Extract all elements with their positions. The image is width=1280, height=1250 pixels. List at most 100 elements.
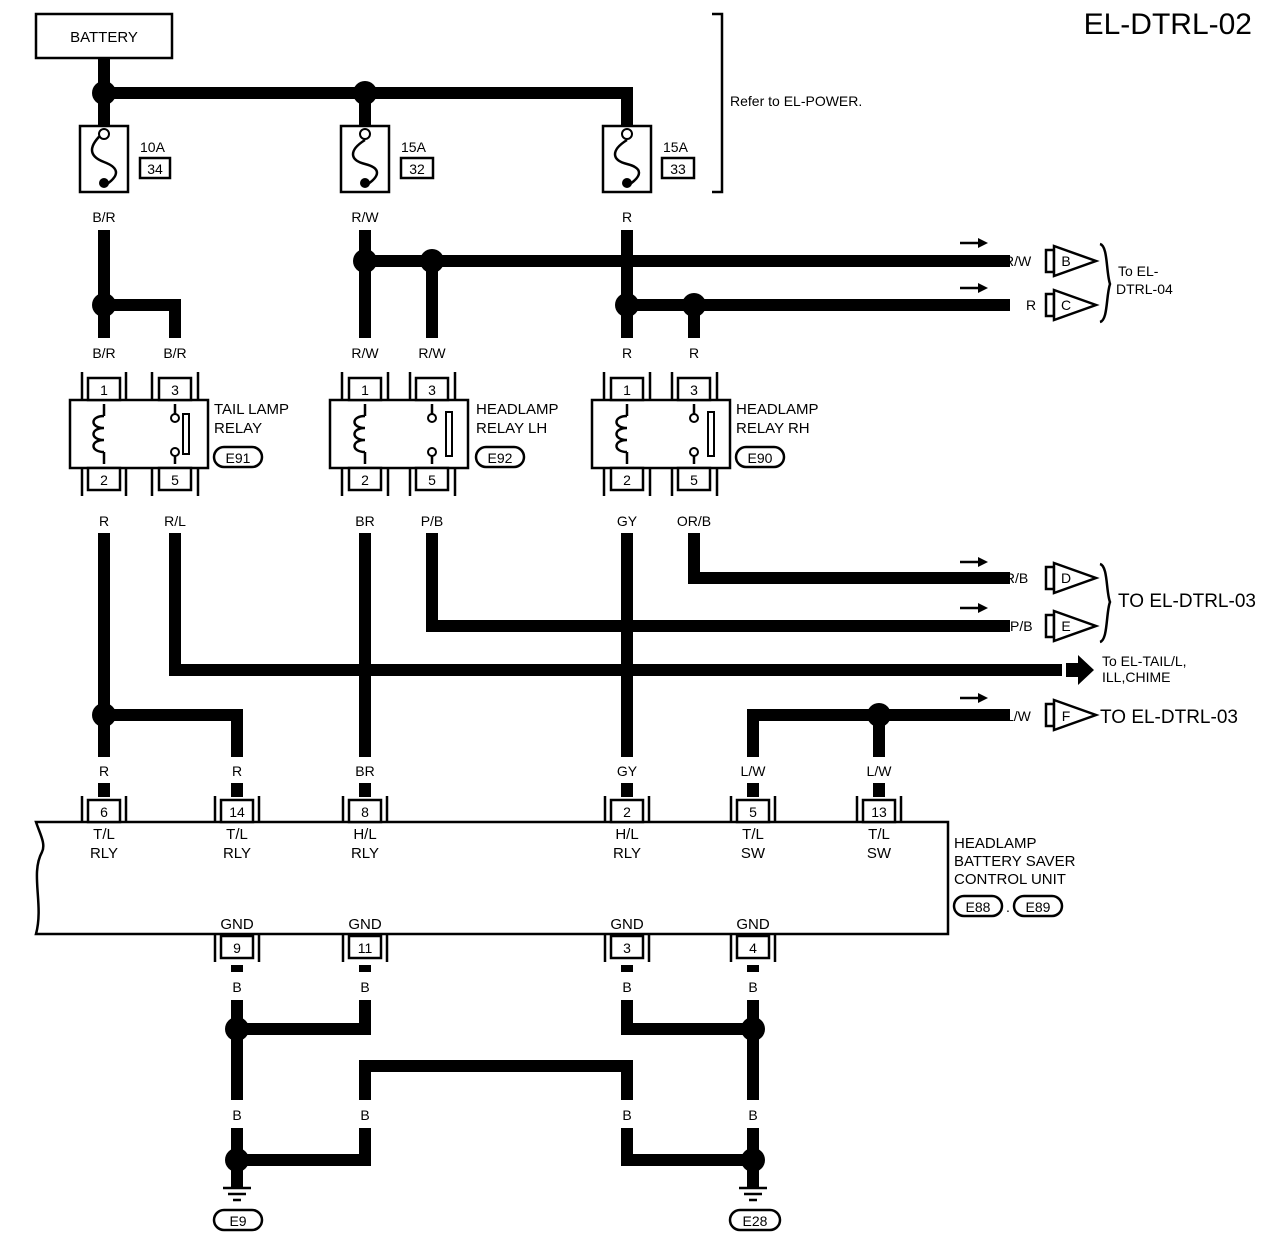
svg-text:11: 11	[358, 940, 373, 956]
svg-text:R/L: R/L	[1034, 663, 1056, 679]
svg-text:3: 3	[428, 382, 436, 398]
svg-text:8: 8	[361, 804, 369, 820]
svg-text:2: 2	[623, 804, 631, 820]
tail-relay-name: TAIL LAMP	[214, 401, 289, 418]
svg-text:L/W: L/W	[1006, 708, 1032, 724]
svg-text:SW: SW	[867, 845, 892, 862]
svg-text:SW: SW	[741, 845, 766, 862]
ground-e9: E9	[212, 1186, 264, 1232]
svg-text:DTRL-04: DTRL-04	[1116, 281, 1173, 297]
svg-text:OR/B: OR/B	[677, 513, 711, 529]
wire-labels: B/R R/W R B/R B/R R/W R/W R R R R/L BR P…	[92, 209, 892, 1123]
svg-text:.: .	[1006, 899, 1010, 915]
svg-text:1: 1	[623, 382, 631, 398]
svg-text:TO EL-DTRL-03: TO EL-DTRL-03	[1118, 591, 1256, 612]
svg-text:B: B	[232, 979, 241, 995]
svg-text:5: 5	[428, 472, 436, 488]
svg-text:RELAY LH: RELAY LH	[476, 420, 547, 437]
svg-text:H/L: H/L	[353, 826, 376, 843]
svg-text:ILL,CHIME: ILL,CHIME	[1102, 669, 1170, 685]
svg-text:3: 3	[171, 382, 179, 398]
svg-text:R: R	[99, 763, 109, 779]
svg-text:BR: BR	[355, 763, 374, 779]
fuse-33-num: 33	[670, 161, 686, 177]
svg-text:B: B	[360, 1107, 369, 1123]
svg-text:R/L: R/L	[164, 513, 186, 529]
svg-text:2: 2	[623, 472, 631, 488]
svg-text:2: 2	[100, 472, 108, 488]
control-unit-name: HEADLAMP	[954, 835, 1037, 852]
svg-text:14: 14	[229, 804, 245, 820]
svg-text:GND: GND	[220, 916, 254, 933]
svg-text:B/R: B/R	[92, 209, 115, 225]
fuse-34-amp: 10A	[140, 139, 166, 155]
svg-text:1: 1	[361, 382, 369, 398]
svg-text:BATTERY SAVER: BATTERY SAVER	[954, 853, 1076, 870]
svg-text:5: 5	[749, 804, 757, 820]
lh-relay-name: HEADLAMP	[476, 401, 559, 418]
connector-F: F	[1062, 708, 1071, 724]
svg-text:GY: GY	[617, 763, 638, 779]
svg-text:E9: E9	[229, 1213, 246, 1229]
svg-text:RLY: RLY	[351, 845, 379, 862]
svg-text:RELAY RH: RELAY RH	[736, 420, 810, 437]
svg-text:RLY: RLY	[613, 845, 641, 862]
svg-text:GND: GND	[736, 916, 770, 933]
svg-text:CONTROL UNIT: CONTROL UNIT	[954, 871, 1066, 888]
svg-text:5: 5	[690, 472, 698, 488]
svg-text:B: B	[748, 1107, 757, 1123]
svg-text:B: B	[622, 979, 631, 995]
page-title: EL-DTRL-02	[1084, 8, 1252, 41]
control-unit: 6 14 8 2 5 13 T/L RLY T/L RLY H/L RLY H/…	[34, 796, 1076, 962]
svg-text:T/L: T/L	[93, 826, 115, 843]
svg-text:B/R: B/R	[92, 345, 115, 361]
headlamp-relay-rh: 1 3 2 5 HEADLAMP RELAY RH E90	[590, 372, 819, 496]
svg-text:R/W: R/W	[351, 345, 379, 361]
splice-points	[92, 81, 891, 1172]
svg-text:L/W: L/W	[867, 763, 893, 779]
svg-text:GND: GND	[348, 916, 382, 933]
fuse-32-num: 32	[409, 161, 425, 177]
svg-text:RELAY: RELAY	[214, 420, 262, 437]
svg-text:To EL-: To EL-	[1118, 263, 1159, 279]
fuse-34: 10A 34	[78, 124, 172, 194]
connector-B: B	[1061, 253, 1070, 269]
svg-text:RLY: RLY	[223, 845, 251, 862]
fuse-34-num: 34	[147, 161, 163, 177]
svg-text:R: R	[622, 209, 632, 225]
svg-text:P/B: P/B	[421, 513, 444, 529]
refer-power-label: Refer to EL-POWER.	[730, 93, 862, 109]
ground-e28: E28	[728, 1186, 782, 1232]
bottom-pins: GND 9 GND 11 GND 3 GND 4	[213, 916, 777, 962]
svg-text:E28: E28	[743, 1213, 768, 1229]
svg-text:T/L: T/L	[742, 826, 764, 843]
svg-text:B/R: B/R	[163, 345, 186, 361]
svg-text:GND: GND	[610, 916, 644, 933]
fuse-32-amp: 15A	[401, 139, 427, 155]
svg-text:R/W: R/W	[418, 345, 446, 361]
svg-text:3: 3	[690, 382, 698, 398]
svg-text:9: 9	[233, 940, 241, 956]
svg-text:R/W: R/W	[1004, 253, 1032, 269]
lh-relay-conn: E92	[488, 450, 513, 466]
svg-text:B: B	[232, 1107, 241, 1123]
power-bracket	[712, 12, 724, 194]
svg-text:B: B	[622, 1107, 631, 1123]
svg-text:L/W: L/W	[741, 763, 767, 779]
connector-D: D	[1061, 570, 1071, 586]
svg-text:B: B	[748, 979, 757, 995]
svg-text:R: R	[99, 513, 109, 529]
rh-relay-conn: E90	[748, 450, 773, 466]
svg-text:3: 3	[623, 940, 631, 956]
wires	[98, 58, 1062, 1188]
svg-text:13: 13	[871, 804, 887, 820]
svg-text:T/L: T/L	[226, 826, 248, 843]
svg-text:OR/B: OR/B	[994, 570, 1028, 586]
svg-text:1: 1	[100, 382, 108, 398]
svg-text:GY: GY	[617, 513, 638, 529]
svg-text:R: R	[1026, 297, 1036, 313]
top-pins: 6 14 8 2 5 13	[80, 796, 903, 824]
fuse-32: 15A 32	[339, 124, 435, 194]
svg-text:P/B: P/B	[1010, 618, 1033, 634]
